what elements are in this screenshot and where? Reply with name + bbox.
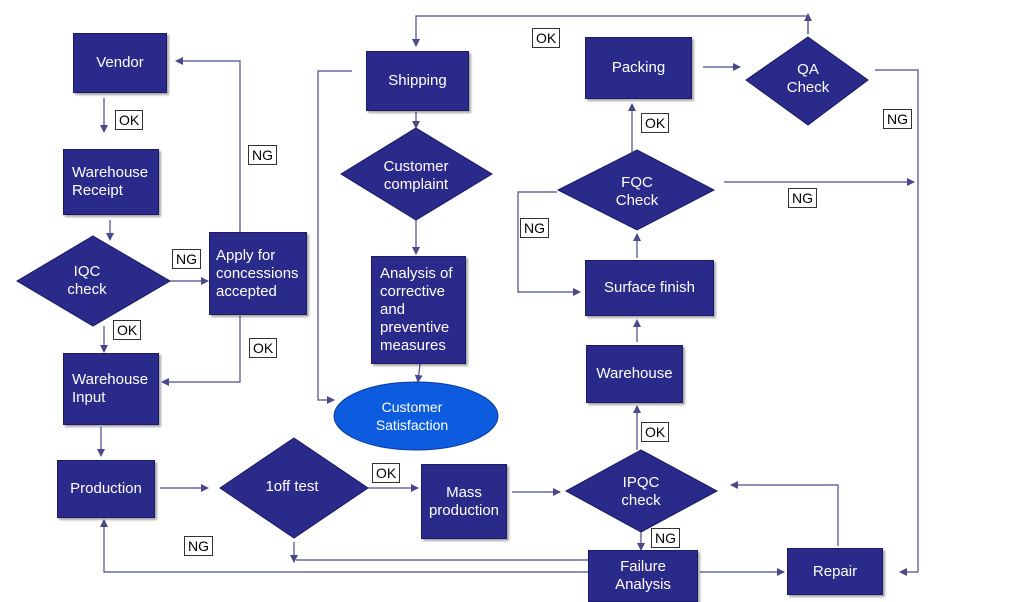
apply-concessions-node: Apply for concessions accepted: [209, 232, 307, 315]
apply-concessions-label: Apply for concessions accepted: [216, 246, 299, 300]
ng-tag-ipqc: NG: [651, 528, 680, 548]
arrow-failure-to-production: [100, 519, 588, 573]
arrow-shipping-to-satisfaction: [317, 70, 352, 404]
ok-tag-ipqc: OK: [641, 422, 670, 442]
arrow-repair-to-ipqc: [730, 481, 839, 546]
packing-label: Packing: [611, 59, 666, 76]
warehouse-receipt-label: Warehouse Receipt: [72, 164, 149, 199]
ok-tag-test: OK: [372, 463, 401, 483]
mass-production-label: Mass production: [428, 483, 500, 519]
ok-tag-iqc: OK: [113, 320, 142, 340]
shipping-node: Shipping: [366, 51, 469, 111]
ipqc-check-diamond: [564, 449, 719, 533]
iqc-check-diamond: [16, 235, 171, 327]
ok-tag-qa-top: OK: [532, 28, 561, 48]
repair-node: Repair: [787, 548, 883, 595]
customer-complaint-diamond: [340, 127, 493, 221]
ok-tag-vendor: OK: [115, 110, 144, 130]
repair-label: Repair: [812, 562, 858, 580]
arrow-apply-to-vendor: [175, 57, 241, 232]
ng-tag-fqc-loop: NG: [520, 218, 549, 238]
ng-tag-test: NG: [184, 536, 213, 556]
qa-check-label: QA Check: [786, 61, 830, 96]
warehouse-receipt-node: Warehouse Receipt: [63, 149, 159, 215]
first-off-test-label: 1off test: [265, 478, 319, 495]
shipping-label: Shipping: [388, 72, 447, 89]
ng-tag-qa: NG: [883, 109, 912, 129]
customer-complaint-label: Customer complaint: [383, 158, 449, 193]
analysis-label: Analysis of corrective and preventive me…: [380, 265, 453, 354]
arrow-qa-ng: [875, 69, 919, 576]
ipqc-check-label: IPQC check: [621, 474, 661, 509]
surface-finish-label: Surface finish: [604, 279, 695, 296]
arrow-analysis-to-satisfaction: [414, 363, 423, 383]
failure-analysis-label: Failure Analysis: [615, 558, 671, 593]
warehouse-input-node: Warehouse Input: [63, 353, 159, 425]
ng-tag-fqc-right: NG: [788, 188, 817, 208]
warehouse-node: Warehouse: [586, 345, 683, 403]
packing-node: Packing: [585, 37, 692, 99]
fqc-check-label: FQC Check: [615, 174, 659, 209]
first-off-test-diamond: [219, 437, 369, 539]
customer-satisfaction-ellipse: [333, 381, 499, 451]
ng-tag-apply-top: NG: [248, 145, 277, 165]
failure-analysis-node: Failure Analysis: [588, 550, 698, 602]
ng-tag-iqc: NG: [172, 249, 201, 269]
surface-finish-node: Surface finish: [585, 260, 714, 316]
production-label: Production: [70, 480, 142, 497]
warehouse-input-label: Warehouse Input: [72, 371, 149, 406]
warehouse-label: Warehouse: [596, 365, 673, 382]
production-node: Production: [57, 460, 155, 518]
qa-check-diamond: [745, 36, 869, 126]
customer-satisfaction-label: Customer Satisfaction: [375, 399, 449, 433]
vendor-node: Vendor: [73, 33, 167, 93]
iqc-check-label: IQC check: [67, 263, 107, 298]
mass-production-node: Mass production: [421, 464, 507, 539]
arrow-fqc-loop: [517, 191, 581, 296]
arrow-apply-to-input: [161, 316, 241, 386]
fqc-check-diamond: [556, 149, 716, 231]
analysis-node: Analysis of corrective and preventive me…: [371, 256, 466, 364]
ok-tag-apply: OK: [249, 338, 278, 358]
ok-tag-fqc: OK: [641, 113, 670, 133]
vendor-label: Vendor: [96, 54, 144, 71]
